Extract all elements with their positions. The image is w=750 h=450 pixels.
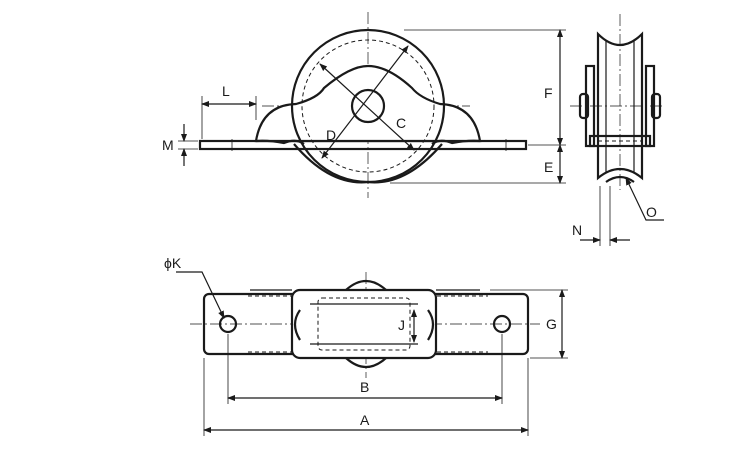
plan-slot-left — [293, 309, 301, 341]
plan-wheel-hidden — [317, 297, 411, 351]
front-hub — [350, 88, 386, 124]
label-O: O — [646, 204, 657, 220]
plan-mount-hole-right — [492, 314, 512, 334]
label-F: F — [544, 85, 553, 101]
plan-view: J G ϕK B A — [164, 255, 568, 436]
label-K: ϕK — [164, 255, 182, 271]
front-base-plate — [198, 139, 528, 151]
label-M: M — [162, 137, 174, 153]
plan-housing — [290, 288, 438, 360]
label-N: N — [572, 222, 582, 238]
label-G: G — [546, 316, 557, 332]
side-boss-right — [650, 92, 662, 120]
front-bracket-foot-right — [431, 139, 481, 145]
label-L: L — [222, 83, 230, 99]
side-boss-left — [578, 92, 590, 120]
label-J: J — [398, 317, 405, 333]
leader-K — [176, 271, 225, 319]
side-view: N O — [570, 14, 664, 246]
leader-O — [625, 177, 664, 221]
label-A: A — [360, 412, 370, 428]
front-bracket-foot-left — [255, 139, 305, 145]
plan-wheel-top — [345, 279, 387, 291]
label-C: C — [396, 115, 406, 131]
label-D: D — [326, 127, 336, 143]
front-wheel-rim-dashed — [301, 39, 435, 173]
front-view: D C L M F E — [162, 12, 566, 198]
plan-mount-hole-left — [218, 314, 238, 334]
plan-wheel-bottom — [345, 357, 387, 369]
label-B: B — [360, 379, 369, 395]
plan-slot-right — [427, 309, 435, 341]
front-wheel-lower-edge — [293, 143, 443, 184]
side-wheel — [596, 31, 644, 181]
side-axle-plate — [588, 134, 652, 148]
dim-line-C — [319, 63, 415, 151]
label-E: E — [544, 159, 553, 175]
